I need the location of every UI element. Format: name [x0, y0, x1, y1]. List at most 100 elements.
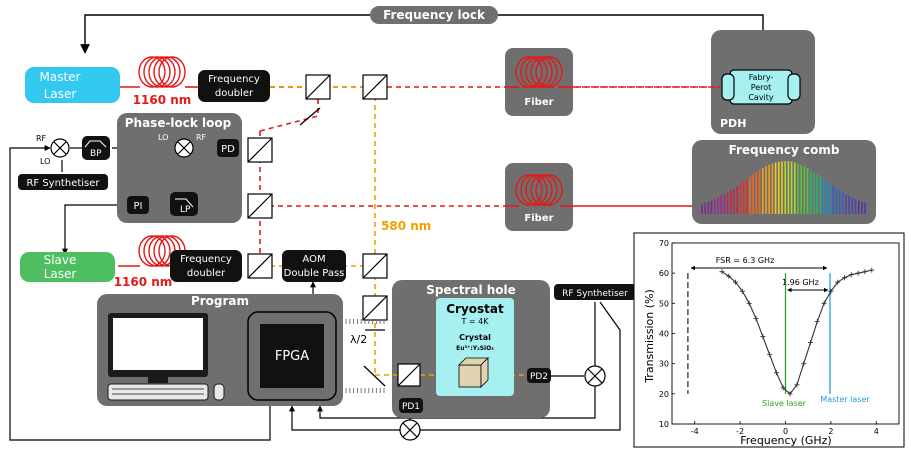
- fiber-coil: [515, 56, 563, 88]
- fiber-coil: [515, 174, 563, 206]
- svg-text:Phase-lock loop: Phase-lock loop: [125, 116, 232, 130]
- svg-text:Program: Program: [191, 294, 249, 308]
- data-point: [767, 352, 773, 358]
- left-mixer: [50, 138, 70, 158]
- pll-pd: PD: [217, 139, 239, 157]
- y-tick-label: 30: [659, 360, 669, 369]
- svg-text:LP: LP: [180, 205, 191, 215]
- wavelength-580-label: 580 nm: [381, 219, 431, 233]
- svg-text:Frequency comb: Frequency comb: [729, 143, 840, 157]
- slave-wavelength-label: 1160 nm: [114, 275, 173, 289]
- data-point: [787, 391, 793, 397]
- phase-lock-loop-box: Phase-lock loop: [117, 113, 242, 223]
- y-tick-label: 50: [659, 299, 669, 308]
- data-point: [719, 269, 725, 275]
- x-tick-label: -2: [736, 427, 744, 436]
- data-point: [739, 288, 745, 294]
- left-rf-label: RF: [36, 134, 47, 143]
- rf-synthesiser-left: RF Synthetiser: [18, 174, 108, 190]
- chart-plot: [687, 265, 875, 397]
- frequency-lock-badge: Frequency lock: [370, 6, 498, 24]
- right-mixer: [584, 365, 606, 387]
- pll-pi: PI: [127, 196, 149, 214]
- left-lo-label: LO: [40, 157, 50, 166]
- svg-text:PI: PI: [134, 201, 143, 212]
- svg-text:Slave: Slave: [44, 253, 77, 267]
- data-point: [814, 318, 820, 324]
- lambda-half-label: λ/2: [350, 333, 367, 346]
- master-laser-annotation: Master laser: [820, 395, 870, 404]
- svg-text:T = 4K: T = 4K: [460, 317, 489, 326]
- cryostat: Cryostat T = 4K Crystal Eu³⁺:Y₂SiO₅: [436, 298, 514, 396]
- svg-text:Perot: Perot: [751, 83, 772, 92]
- data-point: [848, 272, 854, 278]
- data-point: [733, 279, 739, 285]
- svg-text:PD1: PD1: [402, 402, 420, 412]
- computer-icon: [107, 313, 225, 401]
- bottom-mixer: [399, 419, 421, 441]
- data-point: [746, 300, 752, 306]
- data-point: [794, 382, 800, 388]
- svg-text:Fabry-: Fabry-: [749, 73, 774, 82]
- svg-text:Spectral hole: Spectral hole: [426, 283, 516, 297]
- x-tick-label: -4: [691, 427, 699, 436]
- beam-splitters: [247, 74, 421, 387]
- pll-rf-label: RF: [196, 133, 207, 142]
- svg-text:Cryostat: Cryostat: [446, 302, 504, 316]
- master-wavelength-label: 1160 nm: [133, 93, 192, 107]
- data-point: [760, 334, 766, 340]
- fabry-perot-cavity: Fabry- Perot Cavity: [721, 69, 801, 105]
- svg-text:doubler: doubler: [215, 88, 254, 99]
- svg-text:FPGA: FPGA: [275, 349, 309, 364]
- y-tick-label: 10: [659, 420, 669, 429]
- slave-laser-annotation: Slave laser: [762, 399, 807, 408]
- svg-text:Frequency: Frequency: [180, 254, 232, 265]
- svg-text:Laser: Laser: [44, 267, 77, 281]
- svg-text:PD: PD: [221, 144, 235, 155]
- master-laser: Master Laser: [25, 67, 120, 103]
- chart-ylabel: Transmission (%): [643, 289, 656, 384]
- data-point: [835, 279, 841, 285]
- pll-lo-label: LO: [158, 133, 168, 142]
- svg-text:BP: BP: [90, 149, 102, 159]
- svg-text:Master: Master: [40, 70, 81, 84]
- data-point: [801, 361, 807, 367]
- rf-synthesiser-right: RF Synthetiser: [554, 284, 636, 300]
- svg-text:PD2: PD2: [530, 372, 548, 382]
- data-point: [726, 273, 732, 279]
- bp-filter: BP: [82, 136, 110, 160]
- chart-xlabel: Frequency (GHz): [740, 434, 831, 447]
- pll-mixer: [174, 138, 194, 158]
- comb-spectrum: [701, 161, 867, 214]
- svg-text:PDH: PDH: [720, 117, 746, 130]
- y-tick-label: 60: [659, 269, 669, 278]
- data-point: [869, 267, 875, 273]
- data-point: [773, 370, 779, 376]
- pll-lp-filter: LP: [170, 192, 198, 216]
- data-point: [855, 270, 861, 276]
- svg-text:Frequency lock: Frequency lock: [383, 8, 486, 22]
- x-tick-label: 2: [828, 427, 833, 436]
- data-point: [842, 275, 848, 281]
- y-tick-label: 20: [659, 390, 669, 399]
- svg-text:Crystal: Crystal: [459, 333, 491, 342]
- x-tick-label: 4: [874, 427, 879, 436]
- svg-text:Laser: Laser: [44, 87, 77, 101]
- svg-text:Fiber: Fiber: [524, 213, 553, 224]
- data-point: [828, 288, 834, 294]
- svg-text:Double Pass: Double Pass: [284, 268, 345, 279]
- svg-text:AOM: AOM: [302, 254, 325, 265]
- slave-laser: Slave Laser: [20, 252, 115, 282]
- fiber-coil: [138, 56, 186, 88]
- fiber-box-bottom: Fiber: [505, 163, 573, 231]
- data-point: [753, 315, 759, 321]
- y-tick-label: 40: [659, 330, 669, 339]
- pd2: PD2: [527, 368, 551, 383]
- aom-double-pass: AOM Double Pass: [282, 250, 346, 282]
- fpga-chip: FPGA: [247, 311, 385, 401]
- data-point: [807, 340, 813, 346]
- fsr-annotation: FSR = 6.3 GHz: [716, 256, 775, 265]
